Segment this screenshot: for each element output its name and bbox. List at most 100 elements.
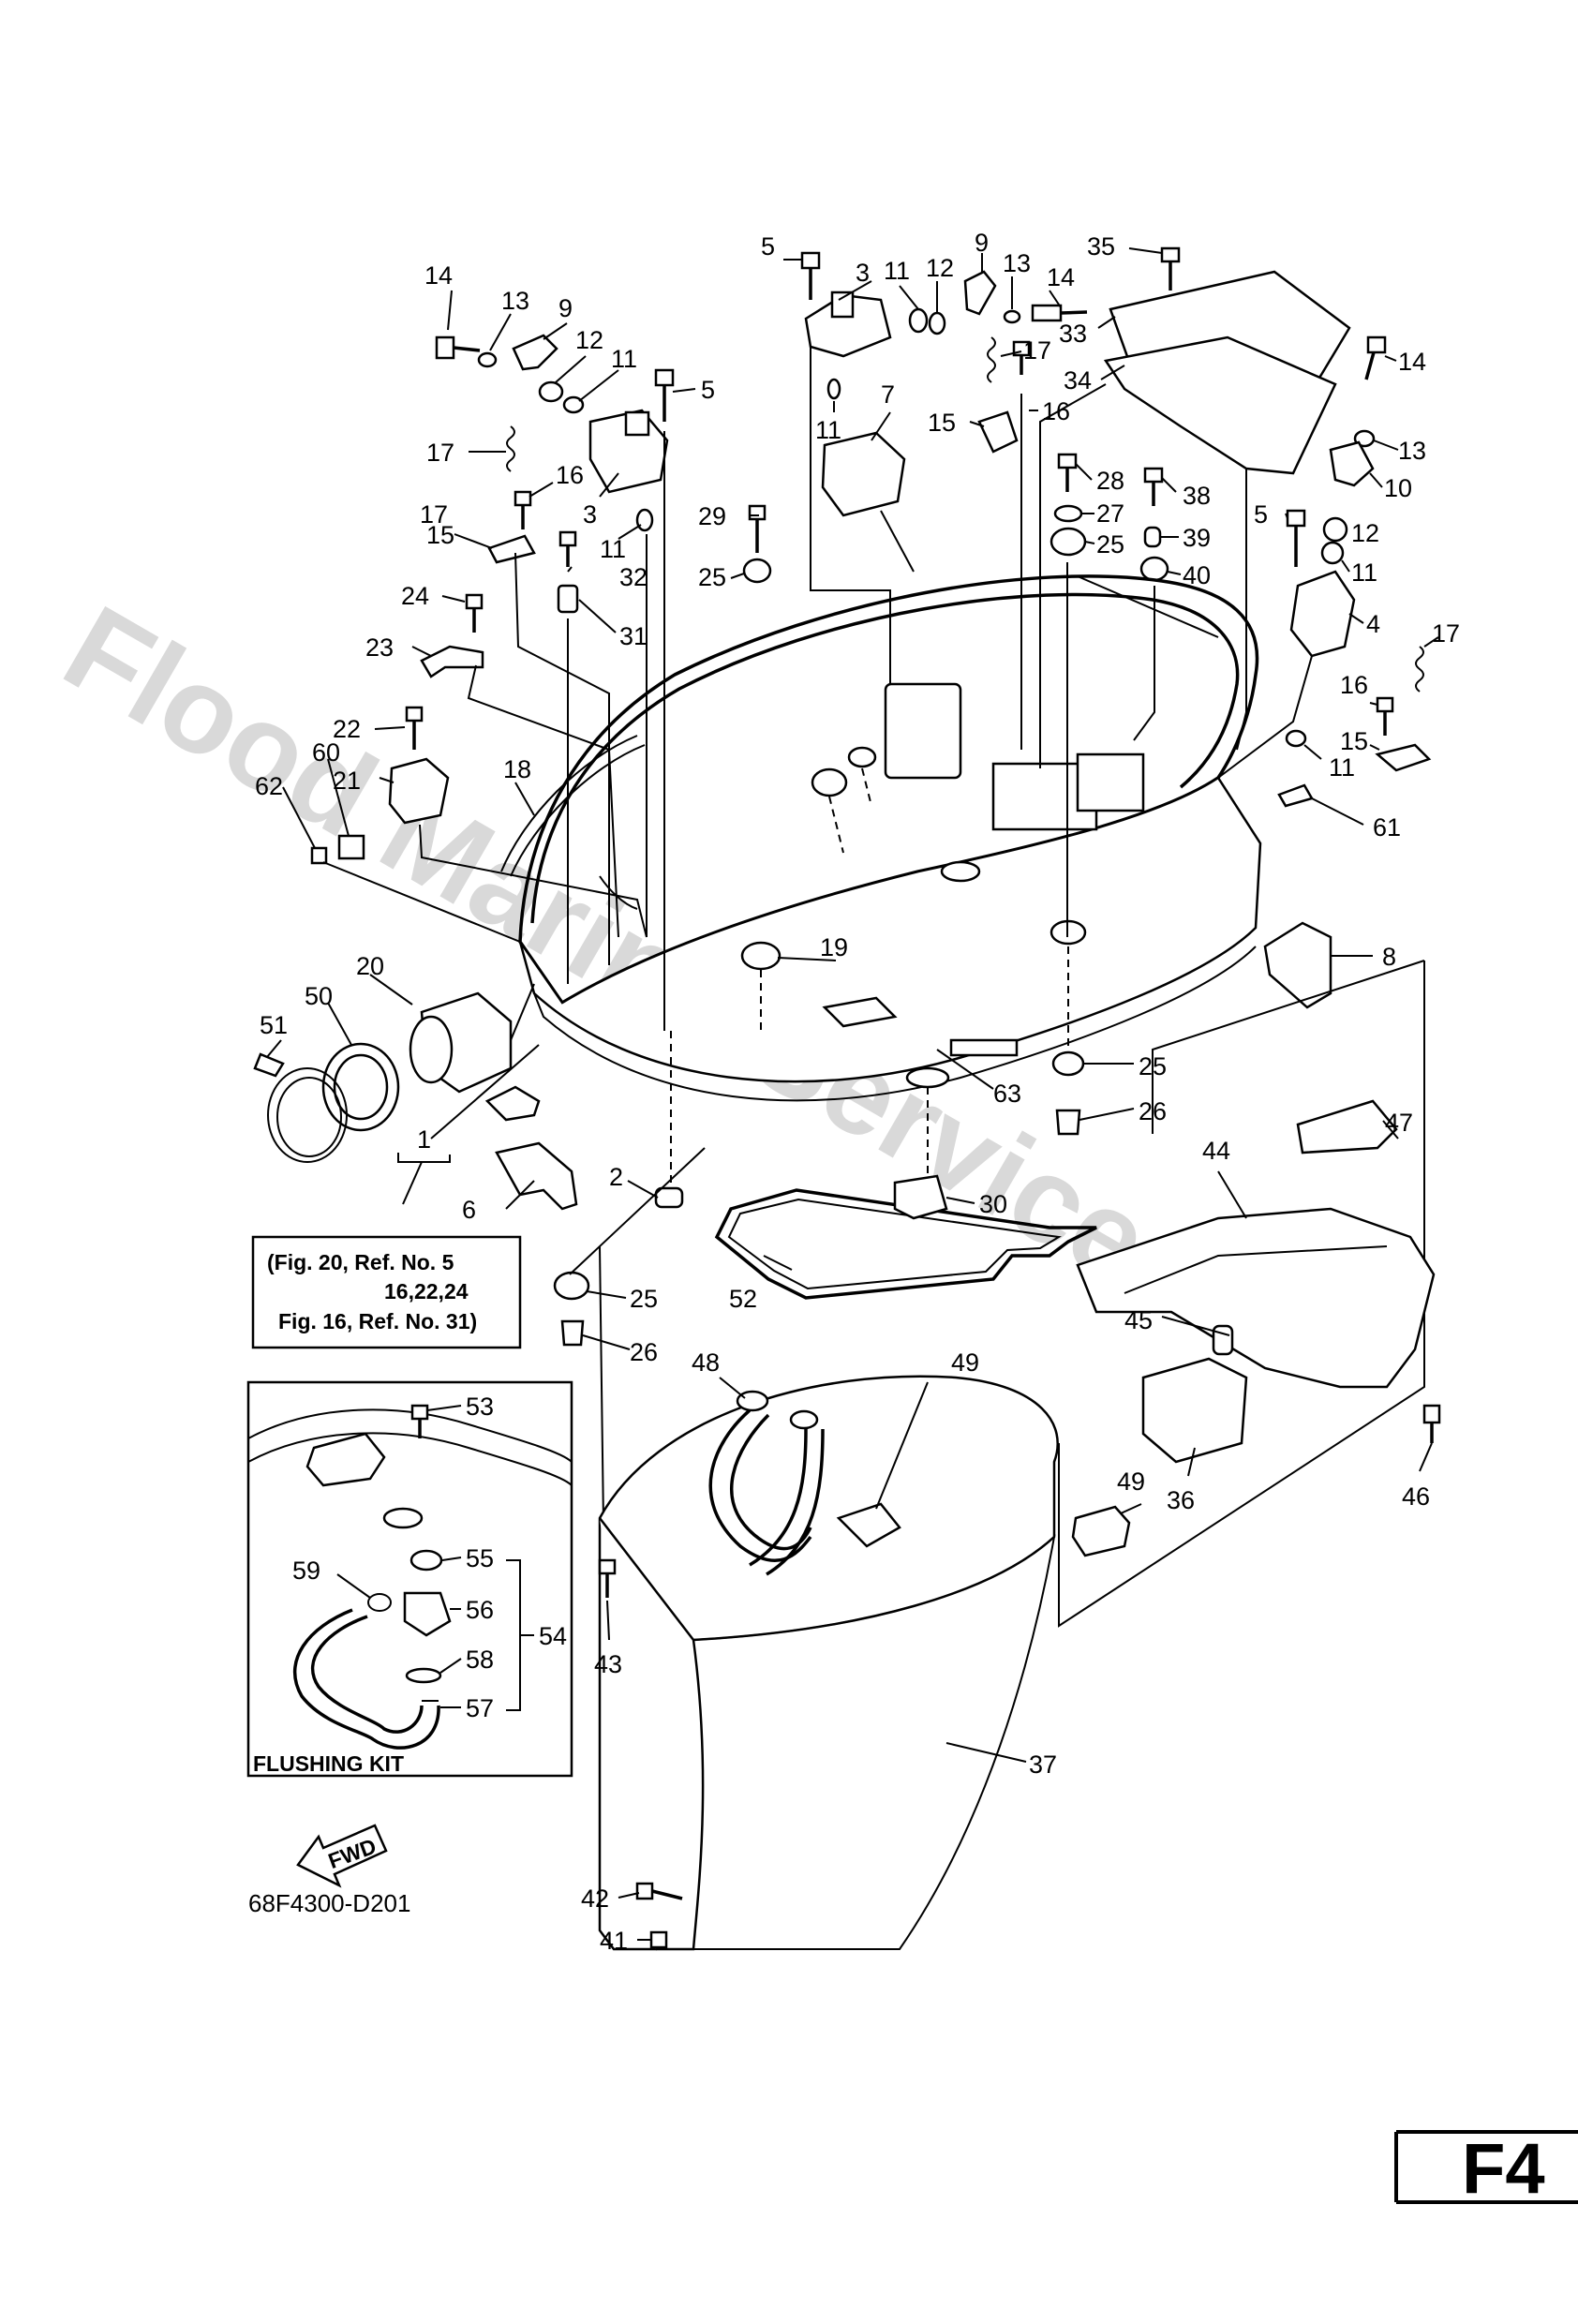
callout-7: 7 [881,380,895,409]
connector-assembly [253,983,535,1163]
callout-20: 20 [356,952,384,980]
callout-13-right: 13 [1398,437,1426,465]
callout-12-top: 12 [926,254,954,282]
inset-title: FLUSHING KIT [253,1751,404,1776]
callout-50: 49 [1117,1467,1145,1496]
callout-29: 29 [698,502,726,530]
callout-35: 35 [1087,232,1115,261]
callout-11-b: 11 [600,535,626,563]
reference-note-box: (Fig. 20, Ref. No. 5 16,22,24 Fig. 16, R… [251,1235,522,1349]
callout-25-c: 25 [1139,1052,1167,1080]
callout-56: 55 [466,1544,494,1572]
leader-lines [419,347,1313,1190]
callout-numbers: 17 14 13 9 12 11 5 17 16 3 11 15 32 31 2… [255,229,1460,1955]
callout-58: 57 [466,1694,494,1722]
callout-14-right: 14 [1398,348,1426,376]
callout-48: 48 [692,1348,720,1377]
callout-30: 30 [979,1190,1007,1218]
callout-27: 27 [1096,499,1124,528]
callout-40: 40 [1183,561,1211,589]
lower-bracket [397,1044,578,1211]
note-line-3: Fig. 16, Ref. No. 31) [278,1309,477,1333]
callout-26-a: 26 [1139,1097,1167,1125]
callout-9-top: 9 [975,229,989,257]
callout-5-right: 5 [1254,500,1268,529]
callout-57: 56 [466,1596,494,1624]
callout-32: 32 [619,563,648,591]
callout-1: 1 [417,1125,431,1154]
callout-41: 41 [600,1927,628,1955]
callout-3-top: 3 [856,259,870,287]
callout-44: 44 [1202,1137,1230,1165]
callout-53: 52 [729,1285,757,1313]
callout-17-top: 17 [1023,336,1051,365]
callout-15-right: 15 [1340,727,1368,755]
right-latch-assembly [1050,335,1432,772]
callout-10: 10 [1384,474,1412,502]
callout-2: 2 [609,1163,623,1191]
callout-28: 28 [1096,467,1124,495]
callout-leaders [266,247,1439,1941]
callout-38: 38 [1183,482,1211,510]
callout-13-left: 13 [501,287,529,315]
callout-49: 49 [951,1348,979,1377]
callout-31: 31 [619,622,648,650]
callout-6: 6 [462,1196,476,1224]
callout-62: 61 [1373,813,1401,842]
callout-3-left: 3 [583,500,597,529]
callout-16-top: 16 [1042,397,1070,425]
callout-59: 58 [466,1646,494,1674]
callout-11-d: 11 [1329,753,1355,782]
callout-39: 39 [1183,524,1211,552]
callout-24: 24 [401,582,429,610]
callout-19: 19 [820,933,848,961]
callout-25-b: 25 [1096,530,1124,559]
callout-14-left: 14 [424,261,453,290]
callout-26-b: 26 [630,1338,658,1366]
callout-18: 18 [503,755,531,783]
callout-17-right: 17 [1432,619,1460,648]
callout-12-right: 12 [1351,519,1379,547]
callout-16-right: 16 [1340,671,1368,699]
callout-11-c: 11 [815,416,841,444]
callout-12-left: 12 [575,326,603,354]
callout-25-a: 25 [698,563,726,591]
callout-33: 33 [1059,320,1087,348]
callout-22: 22 [333,715,361,743]
callout-21: 21 [333,767,361,795]
callout-25-d: 25 [630,1285,658,1313]
callout-45: 45 [1124,1306,1153,1334]
callout-11-right: 11 [1351,559,1377,587]
callout-14-top: 14 [1047,263,1075,291]
page-tab-label: F4 [1462,2129,1545,2209]
callout-4: 4 [1366,610,1380,638]
callout-60: 59 [292,1557,320,1585]
callout-23: 23 [365,633,394,662]
callout-43: 43 [594,1650,622,1678]
lower-casing [598,1375,1059,1951]
seal-assembly [714,1174,1097,1300]
callout-37: 37 [1029,1750,1057,1779]
callout-55: 54 [539,1622,567,1650]
callout-5-top: 5 [761,232,775,261]
center-latch-assembly [800,251,1088,517]
callout-15-left: 15 [426,521,454,549]
fwd-arrow: FWD [296,1824,388,1888]
callout-34: 34 [1064,366,1092,395]
callout-42: 42 [581,1885,609,1913]
mount-plate-assembly [1103,246,1351,475]
bracket-box [1058,960,1441,1628]
note-line-1: (Fig. 20, Ref. No. 5 [267,1250,454,1274]
callout-63: 62 [255,772,283,800]
flushing-kit-inset: FLUSHING KIT [246,1380,573,1778]
callout-15-top: 15 [928,409,956,437]
callout-51: 50 [305,982,333,1010]
callout-11-left: 11 [611,345,637,373]
callout-64: 63 [993,1080,1021,1108]
callout-17-left: 17 [420,500,448,529]
callout-11-top: 11 [884,257,910,285]
callout-61: 60 [312,738,340,767]
callout-8: 8 [1382,943,1396,971]
callout-52: 51 [260,1011,288,1039]
